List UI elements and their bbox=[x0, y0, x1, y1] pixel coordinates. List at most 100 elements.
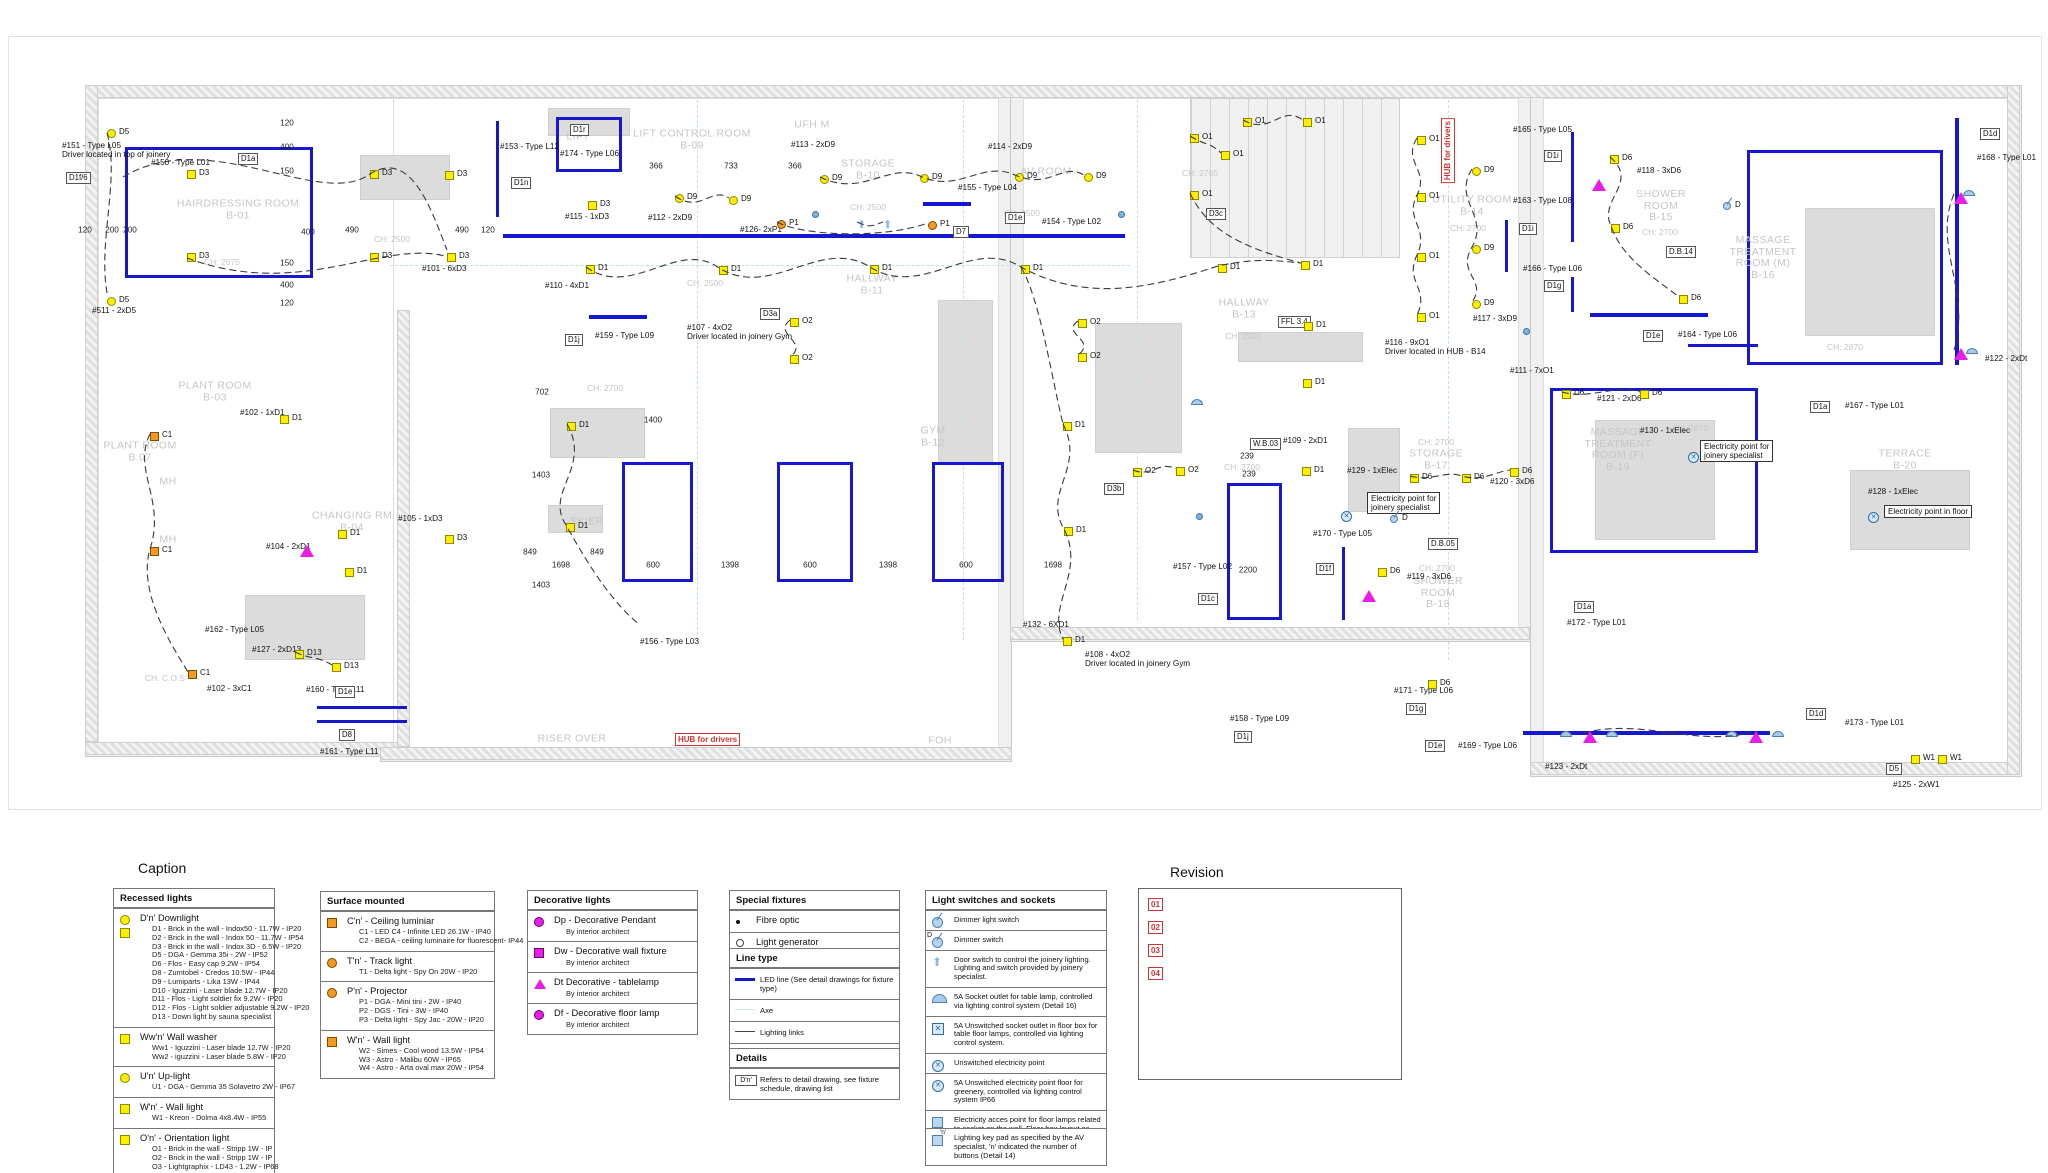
dimension-label: 600 bbox=[959, 560, 973, 570]
fixture-O2-symbol: O2 bbox=[1133, 466, 1156, 477]
legend-item: C1 - LED C4 - Infinite LED 26.1W - IP40 bbox=[359, 927, 491, 936]
ceiling-height-label: CH. C.O.S bbox=[144, 673, 186, 683]
fixture-mt-symbol bbox=[1749, 731, 1763, 743]
wall bbox=[380, 747, 1012, 760]
legend-item: W3 - Astro - Malibu 60W - IP65 bbox=[359, 1054, 461, 1064]
fixture-annotation: #119 - 3xD6 bbox=[1407, 572, 1451, 581]
fixture-annotation: #117 - 3xD9 bbox=[1473, 314, 1517, 323]
fixture-label: D3 bbox=[600, 199, 611, 208]
legend-symbol bbox=[120, 1033, 130, 1047]
fixture-annotation: #107 - 4xO2 Driver located in joinery Gy… bbox=[687, 323, 793, 342]
fixture-D1-symbol: D1 bbox=[870, 263, 892, 274]
fixture-mt-symbol bbox=[1954, 348, 1968, 360]
dimension-label: 702 bbox=[535, 387, 549, 397]
fixture-label: D3 bbox=[459, 251, 470, 260]
fixture-label: D9 bbox=[1484, 298, 1495, 307]
dimension-label: 200 bbox=[123, 225, 137, 235]
fixture-D5-symbol: D5 bbox=[107, 127, 129, 138]
legend-symbol bbox=[120, 1104, 130, 1117]
fixture-W1-symbol: W1 bbox=[1938, 753, 1962, 764]
fixture-D3-symbol: D3 bbox=[445, 169, 467, 180]
fixture-annotation: #171 - Type L06 bbox=[1394, 686, 1454, 695]
fixture-mt-symbol bbox=[1362, 590, 1376, 602]
legend-symbol bbox=[736, 939, 744, 950]
detail-reference: D1i bbox=[1519, 223, 1537, 235]
fixture-label: D1 bbox=[292, 413, 303, 422]
fixture-D1-symbol: D1 bbox=[1063, 635, 1085, 646]
legend-group-title: Light generator bbox=[756, 937, 819, 947]
fixture-annotation: #162 - Type L05 bbox=[205, 625, 265, 634]
detail-reference: D1i bbox=[1544, 150, 1562, 162]
fixture-label: D1 bbox=[1313, 259, 1324, 268]
fixture-D9-symbol: D9 bbox=[920, 172, 942, 183]
boxed-note: Electricity point in floor bbox=[1884, 505, 1973, 518]
fixture-D6-symbol: D6 bbox=[1410, 472, 1432, 483]
fixture-label: D13 bbox=[307, 648, 322, 657]
fixture-label: O2 bbox=[1090, 351, 1101, 360]
detail-reference: D1e bbox=[1643, 330, 1664, 342]
ceiling-height-label: CH: 2765 bbox=[1182, 168, 1218, 178]
fixture-label: D1 bbox=[350, 528, 361, 537]
legend-group-title: U'n' Up-light bbox=[140, 1071, 191, 1082]
fixture-mt-symbol bbox=[300, 545, 314, 557]
dimension-label: 400 bbox=[280, 280, 294, 290]
legend-item: D1 - Brick in the wall - Indox50 - 11.7W… bbox=[152, 924, 302, 933]
fixture-label: O2 bbox=[802, 353, 813, 362]
semi-icon bbox=[932, 993, 947, 1003]
legend-symbol bbox=[327, 918, 337, 931]
dimension-label: 366 bbox=[788, 161, 802, 171]
led-line bbox=[923, 202, 971, 206]
legend-row: ✕5A Unswitched socket outlet in floor bo… bbox=[926, 1015, 1106, 1053]
revision-box bbox=[1138, 888, 1402, 1080]
legend-item: D5 - DGA - Gemma 35i - 2W - IP52 bbox=[152, 950, 268, 960]
room-label: LIFT bbox=[566, 130, 590, 143]
fixture-label: D3 bbox=[457, 169, 468, 178]
legend-row: D'n'Refers to detail drawing, see fixtur… bbox=[730, 1068, 899, 1099]
legend-symbol bbox=[120, 1134, 130, 1148]
fixture-D9-symbol: D9 bbox=[1472, 243, 1494, 254]
fixture-label: D1 bbox=[1315, 377, 1326, 386]
fixture-annotation: #128 - 1xElec bbox=[1868, 487, 1919, 496]
dimension-label: 150 bbox=[280, 166, 294, 176]
fixture-label: P1 bbox=[789, 218, 799, 227]
fixture-O1-symbol: O1 bbox=[1303, 116, 1326, 127]
boxed-note: Electricity point for joinery specialist bbox=[1700, 440, 1774, 462]
legend-item: D12 - Flos - Light soldier adjustable 9.… bbox=[152, 1003, 310, 1013]
linetype-axe-sample bbox=[735, 1009, 755, 1010]
fixture-D9-symbol: D9 bbox=[1472, 298, 1494, 309]
fixture-C1-symbol: C1 bbox=[150, 545, 172, 556]
equipment-block bbox=[245, 595, 365, 660]
wall bbox=[85, 85, 98, 742]
legend-symbol bbox=[327, 957, 337, 971]
fixture-annotation: #105 - 1xD3 bbox=[398, 514, 443, 523]
detail-reference: D1a bbox=[1574, 601, 1595, 613]
hub-for-drivers-note: HUB for drivers bbox=[1441, 118, 1455, 184]
revision-item-03: 03 bbox=[1148, 944, 1163, 957]
fixture-label: D1 bbox=[598, 263, 609, 272]
fixture-annotation: #169 - Type L06 bbox=[1458, 741, 1518, 750]
fixture-D6-symbol: D6 bbox=[1640, 388, 1662, 399]
detail-reference: D8 bbox=[339, 729, 355, 741]
detail-reference: D1e bbox=[1425, 740, 1446, 752]
fixture-annotation: #511 - 2xD5 bbox=[92, 306, 136, 315]
fixture-label: D1 bbox=[578, 521, 589, 530]
axis-line bbox=[1137, 100, 1138, 620]
wall bbox=[1010, 627, 1530, 640]
circx-icon: ✕ bbox=[932, 1059, 944, 1072]
fixture-label: W1 bbox=[1923, 753, 1935, 762]
mc-symbol bbox=[534, 917, 544, 927]
fixture-label: D5 bbox=[119, 295, 130, 304]
legend-symbol bbox=[327, 1036, 337, 1050]
detail-reference: D1n bbox=[511, 177, 532, 189]
fixture-D1-symbol: D1 bbox=[1301, 259, 1323, 270]
legend-header: Surface mounted bbox=[321, 892, 494, 911]
legend-row: Dimmer switch bbox=[926, 929, 1106, 950]
fixture-D6-symbol: D6 bbox=[1510, 466, 1532, 477]
